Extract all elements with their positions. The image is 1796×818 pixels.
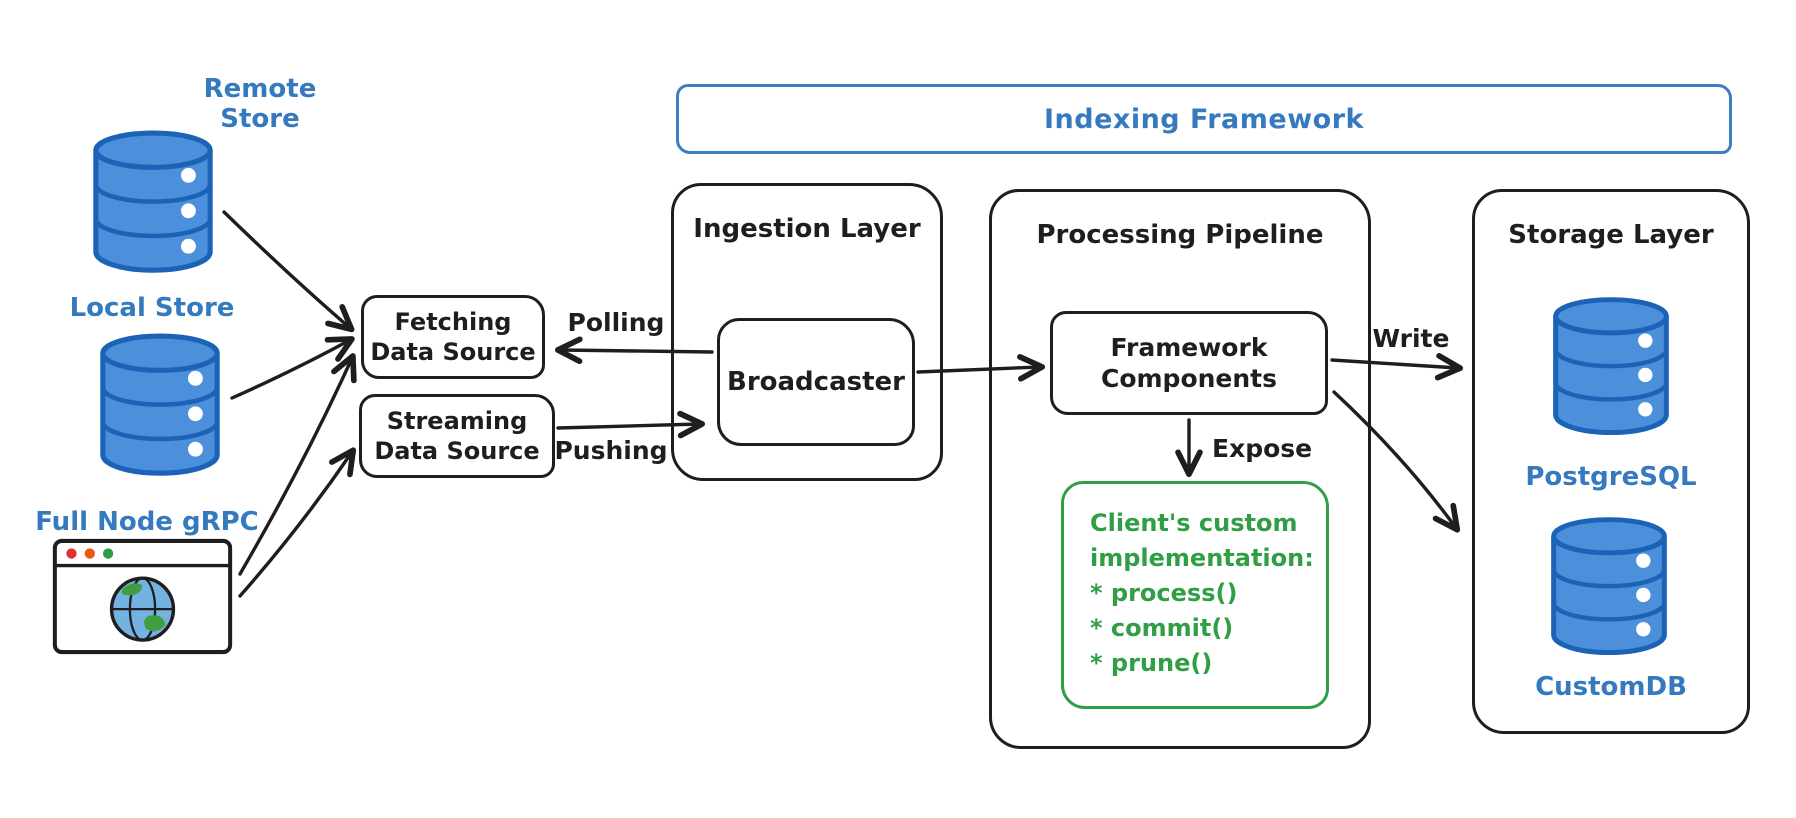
remote-store-database-icon	[89, 126, 217, 275]
ingestion-layer-container: Ingestion Layer	[671, 183, 943, 481]
storage-layer-container: Storage Layer	[1472, 189, 1750, 734]
client-impl-line-5: * prune()	[1090, 649, 1213, 677]
full-node-grpc-label: Full Node gRPC	[35, 507, 259, 537]
framework-components-node: Framework Components	[1050, 311, 1328, 415]
arrow-full-node-to-fetching	[238, 353, 357, 576]
streaming-data-source-label-line1: Streaming	[386, 407, 528, 435]
polling-label: Polling	[567, 308, 665, 337]
streaming-data-source-label-line2: Data Source	[374, 437, 540, 465]
write-label: Write	[1372, 324, 1450, 353]
expose-label: Expose	[1212, 434, 1313, 463]
storage-layer-title: Storage Layer	[1508, 220, 1714, 250]
fetching-data-source-label-line1: Fetching	[394, 308, 512, 336]
streaming-data-source-node: Streaming Data Source	[359, 394, 555, 478]
local-store-label: Local Store	[69, 293, 235, 323]
indexing-framework-title: Indexing Framework	[1044, 103, 1364, 135]
pushing-label: Pushing	[554, 436, 668, 465]
framework-components-label-line1: Framework	[1110, 332, 1268, 362]
customdb-database-icon	[1547, 513, 1671, 657]
ingestion-layer-title: Ingestion Layer	[693, 214, 921, 244]
broadcaster-label: Broadcaster	[727, 366, 905, 397]
remote-store-label: Remote Store	[203, 74, 317, 134]
client-implementation-node: Client's custom implementation: * proces…	[1061, 481, 1329, 709]
client-impl-line-3: * process()	[1090, 579, 1238, 607]
client-impl-line-1: Client's custom	[1090, 509, 1298, 537]
customdb-label: CustomDB	[1535, 672, 1687, 702]
fetching-data-source-node: Fetching Data Source	[361, 295, 545, 379]
arrow-local-store-to-fetching	[230, 336, 355, 400]
fetching-data-source-label-line2: Data Source	[370, 338, 536, 366]
framework-components-label-line2: Components	[1100, 364, 1278, 393]
full-node-browser-icon	[52, 538, 233, 655]
local-store-database-icon	[96, 329, 224, 478]
postgresql-database-icon	[1549, 293, 1673, 437]
broadcaster-node: Broadcaster	[717, 318, 915, 446]
client-impl-line-2: implementation:	[1090, 544, 1314, 572]
client-impl-line-4: * commit()	[1090, 614, 1234, 642]
postgresql-label: PostgreSQL	[1525, 462, 1697, 492]
indexing-framework-banner: Indexing Framework	[676, 84, 1732, 154]
processing-pipeline-title: Processing Pipeline	[1036, 220, 1324, 250]
